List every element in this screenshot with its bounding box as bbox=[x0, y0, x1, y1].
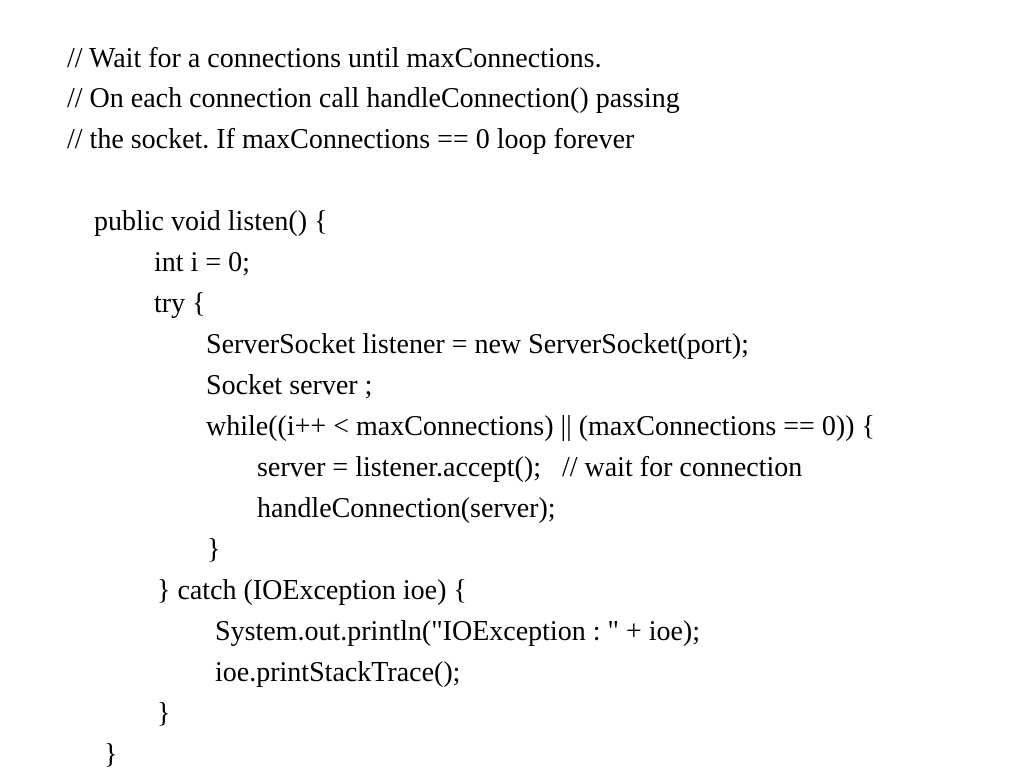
code-line-method-signature: public void listen() { bbox=[94, 206, 328, 237]
code-line-method-close: } bbox=[104, 739, 118, 768]
code-line-handle-connection: handleConnection(server); bbox=[257, 493, 556, 524]
code-line-catch: } catch (IOException ioe) { bbox=[157, 575, 467, 606]
code-line-while-loop: while((i++ < maxConnections) || (maxConn… bbox=[206, 411, 875, 442]
code-line-int-declaration: int i = 0; bbox=[154, 247, 250, 278]
code-line-while-close: } bbox=[207, 534, 221, 565]
code-line-accept: server = listener.accept(); // wait for … bbox=[257, 452, 803, 483]
code-line-socket-declaration: Socket server ; bbox=[206, 370, 373, 401]
code-line-comment-1: // Wait for a connections until maxConne… bbox=[67, 43, 602, 74]
code-line-try-open: try { bbox=[154, 288, 206, 319]
code-line-server-socket: ServerSocket listener = new ServerSocket… bbox=[206, 329, 749, 360]
code-line-catch-close: } bbox=[157, 698, 171, 729]
code-line-comment-3: // the socket. If maxConnections == 0 lo… bbox=[67, 124, 635, 155]
code-line-print-exception: System.out.println("IOException : " + io… bbox=[215, 616, 701, 647]
code-line-comment-2: // On each connection call handleConnect… bbox=[67, 83, 680, 114]
code-line-print-stack-trace: ioe.printStackTrace(); bbox=[215, 657, 461, 688]
